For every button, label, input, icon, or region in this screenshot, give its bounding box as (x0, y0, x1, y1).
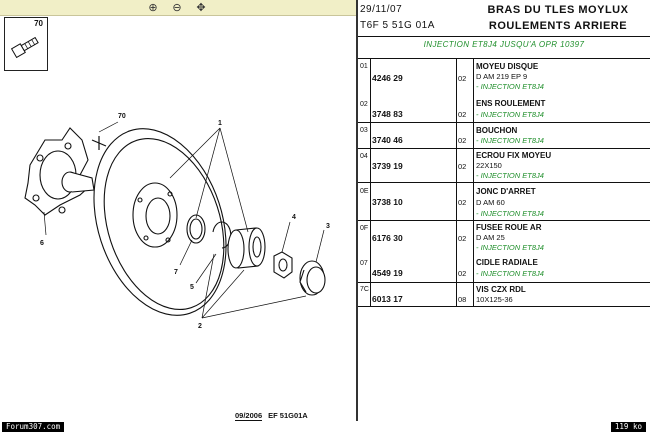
row-application: - INJECTION ET8J4 (476, 243, 544, 252)
row-ref: 7C (360, 286, 369, 293)
row-qty: 02 (458, 136, 467, 145)
brake-disc-part (93, 128, 227, 316)
row-title: ENS ROULEMENT (476, 99, 546, 108)
table-row[interactable]: 7C 6013 17 08 VIS CZX RDL 10X125-36 (358, 283, 650, 307)
bolt-70-marker (91, 121, 119, 150)
circlip-part (186, 214, 206, 244)
row-title: BOUCHON (476, 126, 518, 135)
row-ref: 07 (360, 260, 368, 267)
pan-icon[interactable]: ✥ (196, 2, 206, 14)
row-part-number: 3738 10 (372, 197, 403, 207)
bearing-part (227, 227, 266, 269)
header-code: T6F 5 51G 01A (360, 20, 435, 31)
zoom-out-icon[interactable]: ⊖ (172, 2, 182, 14)
viewer-toolbar: ⊕ ⊖ ✥ (0, 0, 356, 16)
row-ref: 0E (360, 188, 369, 195)
part-label-7: 7 (174, 269, 178, 276)
parts-table: 01 4246 29 02 MOYEU DISQUE D AM 219 EP 9… (358, 58, 650, 307)
file-size: 119 ko (610, 422, 646, 432)
row-ref: 03 (360, 127, 368, 134)
inset-label: 70 (34, 19, 43, 28)
row-title: CIDLE RADIALE (476, 258, 538, 267)
row-qty: 02 (458, 110, 467, 119)
row-part-number: 6013 17 (372, 294, 403, 304)
row-application: - INJECTION ET8J4 (476, 269, 544, 278)
diagram-reference: 09/2006 EF 51G01A (235, 410, 351, 421)
row-qty: 02 (458, 269, 467, 278)
row-application: - INJECTION ET8J4 (476, 171, 544, 180)
hub-assembly-diagram: 70 1 6 4 3 7 5 2 (24, 113, 330, 330)
zoom-in-icon[interactable]: ⊕ (148, 2, 158, 14)
diagram-code: EF 51G01A (268, 411, 308, 420)
row-application: - INJECTION ET8J4 (476, 209, 544, 218)
row-ref: 02 (360, 101, 368, 108)
row-title: FUSEE ROUE AR (476, 223, 542, 232)
bolt-detail-inset: 70 (4, 17, 48, 71)
part-label-3: 3 (326, 223, 330, 230)
row-qty: 08 (458, 295, 467, 304)
row-spec: D AM 60 (476, 198, 505, 207)
row-qty: 02 (458, 162, 467, 171)
footer-bar: Forum307.com 119 ko (0, 421, 650, 433)
dust-cap-part (299, 260, 326, 296)
bolt-icon (10, 36, 39, 59)
part-label-5: 5 (190, 284, 194, 291)
row-title: JONC D'ARRET (476, 187, 536, 196)
header-title-line2: ROULEMENTS ARRIERE (488, 20, 628, 32)
table-row[interactable]: 04 3739 19 02 ECROU FIX MOYEU 22X150 - I… (358, 149, 650, 183)
row-application: - INJECTION ET8J4 (476, 110, 544, 119)
row-ref: 01 (360, 63, 368, 70)
row-title: VIS CZX RDL (476, 285, 526, 294)
row-part-number: 6176 30 (372, 233, 403, 243)
row-spec: D AM 25 (476, 233, 505, 242)
table-row[interactable]: 01 4246 29 02 MOYEU DISQUE D AM 219 EP 9… (358, 59, 650, 123)
row-part-number: 3740 46 (372, 135, 403, 145)
row-title: MOYEU DISQUE (476, 62, 539, 71)
panel-divider (356, 0, 358, 421)
table-row[interactable]: 0E 3738 10 02 JONC D'ARRET D AM 60 - INJ… (358, 183, 650, 221)
leader-lines (43, 127, 325, 319)
header-rule (358, 36, 650, 37)
row-application: - INJECTION ET8J4 (476, 136, 544, 145)
part-label-1: 1 (218, 120, 222, 127)
table-row[interactable]: 0F 6176 30 02 FUSEE ROUE AR D AM 25 - IN… (358, 221, 650, 283)
row-qty: 02 (458, 198, 467, 207)
exploded-diagram-panel (0, 16, 356, 421)
row-qty: 02 (458, 74, 467, 83)
table-row[interactable]: 03 3740 46 02 BOUCHON - INJECTION ET8J4 (358, 123, 650, 149)
row-title: ECROU FIX MOYEU (476, 151, 552, 160)
row-part-number: 3739 19 (372, 161, 403, 171)
diagram-date: 09/2006 (235, 410, 263, 421)
row-part-number: 3748 83 (372, 109, 403, 119)
header-date: 29/11/07 (360, 4, 403, 15)
row-spec: D AM 219 EP 9 (476, 72, 528, 81)
row-application: - INJECTION ET8J4 (476, 82, 544, 91)
part-label-70: 70 (118, 113, 126, 120)
snap-ring-part (212, 221, 232, 249)
row-part-number: 4246 29 (372, 73, 403, 83)
row-qty: 02 (458, 234, 467, 243)
row-part-number: 4549 19 (372, 268, 403, 278)
part-label-2: 2 (198, 323, 202, 330)
part-label-6: 6 (40, 240, 44, 247)
header-title-line1: BRAS DU TLES MOYLUX (487, 4, 629, 16)
site-credit: Forum307.com (2, 422, 65, 432)
hub-flange-part (24, 127, 95, 216)
row-spec: 10X125-36 (476, 295, 513, 304)
part-label-4: 4 (292, 214, 296, 221)
application-subtitle: INJECTION ET8J4 JUSQU'A OPR 10397 (423, 40, 585, 49)
row-ref: 04 (360, 153, 368, 160)
row-spec: 22X150 (476, 161, 502, 170)
row-ref: 0F (360, 225, 369, 232)
hub-nut-part (273, 251, 293, 279)
